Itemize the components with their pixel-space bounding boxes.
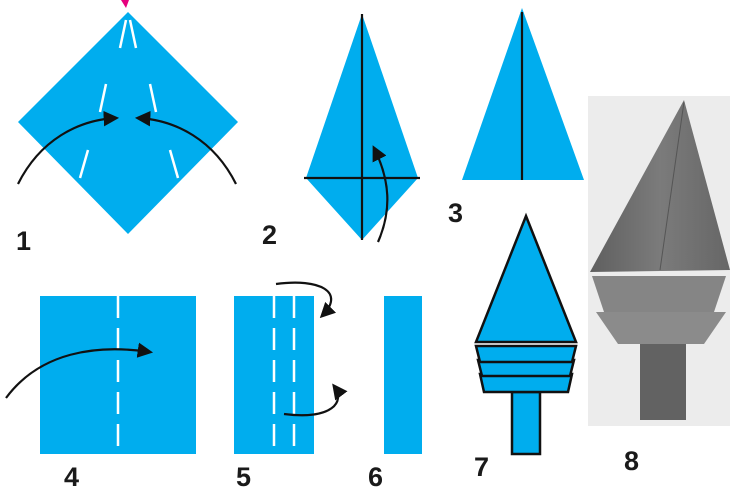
photo-tier-bottom [596, 312, 726, 344]
step-8-photo: 8 [588, 96, 730, 476]
step-2-fold-up-arrow [372, 145, 389, 243]
step-8-number: 8 [624, 446, 639, 476]
step-4-fold-arrow [5, 342, 154, 399]
step-1-fold-guides [78, 19, 180, 179]
step-1-paper-square [18, 12, 238, 234]
step-5-bottom-arrow [283, 383, 348, 417]
step-6-diagram: 6 [368, 296, 422, 492]
step-1-diagram: 1 [16, 0, 238, 256]
step-7-trunk [510, 390, 542, 456]
step-7-number: 7 [474, 452, 489, 482]
step-6-number: 6 [368, 462, 383, 492]
step-7-tier-2 [474, 344, 578, 364]
step-3-diagram: 3 [448, 8, 584, 228]
step-7-tree-top [474, 212, 578, 344]
step-2-diagram: 2 [262, 14, 420, 250]
step-1-left-arrow [17, 110, 120, 185]
step-7-diagram: 7 [474, 212, 578, 482]
photo-tier-middle [592, 276, 726, 312]
step-4-diagram: 4 [5, 296, 196, 492]
step-5-top-arrow [275, 281, 337, 319]
step-2-number: 2 [262, 220, 277, 250]
step-1-right-arrow [134, 110, 237, 185]
step-3-number: 3 [448, 198, 463, 228]
step-6-paper-narrow-strip [384, 296, 422, 454]
pink-top-mark [121, 0, 129, 8]
step-4-number: 4 [64, 462, 79, 492]
step-5-number: 5 [236, 462, 251, 492]
step-1-number: 1 [16, 226, 31, 256]
step-5-diagram: 5 [234, 281, 348, 492]
photo-center-crease [659, 101, 685, 271]
photo-tree-top [590, 100, 730, 272]
photo-trunk [640, 338, 686, 420]
